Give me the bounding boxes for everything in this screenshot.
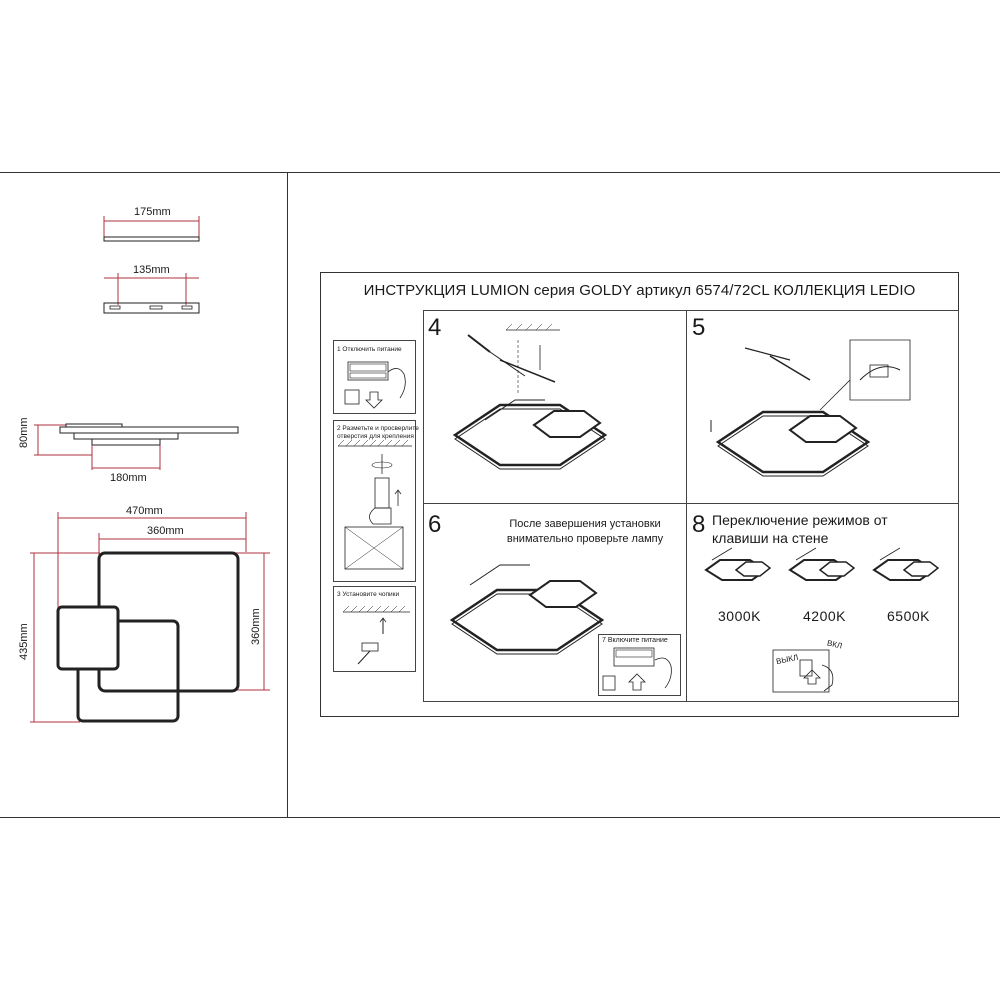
step-8-cell bbox=[686, 503, 959, 702]
step-4-number: 4 bbox=[428, 314, 442, 341]
step-8-lamp-4200k bbox=[788, 547, 856, 581]
dim-base-width: 180mm bbox=[110, 472, 147, 484]
temp-6500k: 6500K bbox=[887, 608, 930, 624]
step-4-mount-illustration bbox=[453, 323, 607, 471]
dim-overall-width: 470mm bbox=[126, 505, 163, 517]
temp-3000k: 3000K bbox=[718, 608, 761, 624]
step-8-lamp-3000k bbox=[704, 547, 772, 581]
step-3-cell bbox=[333, 586, 416, 672]
step-7-label: 7 Включите питание bbox=[602, 637, 668, 644]
step-8-number: 8 bbox=[692, 511, 706, 538]
step-2-cell bbox=[333, 420, 416, 582]
step-8-note-line2: клавиши на стене bbox=[712, 530, 829, 546]
step-3-label: 3 Установите чопики bbox=[337, 591, 400, 598]
wall-switch-icon bbox=[772, 649, 834, 693]
dim-bracket-width: 135mm bbox=[133, 264, 170, 276]
step-2-label-line1: 2 Разметьте и просверлите bbox=[337, 425, 419, 432]
step-6-note-line1: После завершения установки bbox=[509, 518, 661, 530]
step-1-label: 1 Отключить питание bbox=[337, 346, 402, 353]
step-8-lamp-6500k bbox=[872, 547, 940, 581]
step-6-number: 6 bbox=[428, 511, 442, 538]
step-1-panel-icon bbox=[344, 361, 406, 409]
step-6-lamp-illustration bbox=[450, 564, 604, 656]
step-3-anchor-icon bbox=[342, 605, 410, 665]
page-divider bbox=[287, 172, 288, 818]
step-2-label-line2: отверстия для крепления bbox=[337, 433, 414, 440]
dim-inner-width: 360mm bbox=[147, 525, 184, 537]
step-8-note-line1: Переключение режимов от bbox=[712, 512, 888, 528]
step-2-drill-icon bbox=[337, 439, 412, 570]
page-frame bbox=[0, 172, 1000, 818]
step-6-note-line2: внимательно проверьте лампу bbox=[506, 533, 664, 545]
top-plate-drawing bbox=[30, 216, 270, 723]
instruction-title: ИНСТРУКЦИЯ LUMION серия GOLDY артикул 65… bbox=[363, 282, 916, 299]
step-1-cell bbox=[333, 340, 416, 414]
dim-top-width: 175mm bbox=[134, 206, 171, 218]
step-7-panel-icon bbox=[602, 647, 672, 691]
temp-4200k: 4200K bbox=[803, 608, 846, 624]
step-5-number: 5 bbox=[692, 314, 706, 341]
step-5-wiring-illustration bbox=[710, 339, 911, 478]
step-7-cell bbox=[598, 634, 681, 696]
